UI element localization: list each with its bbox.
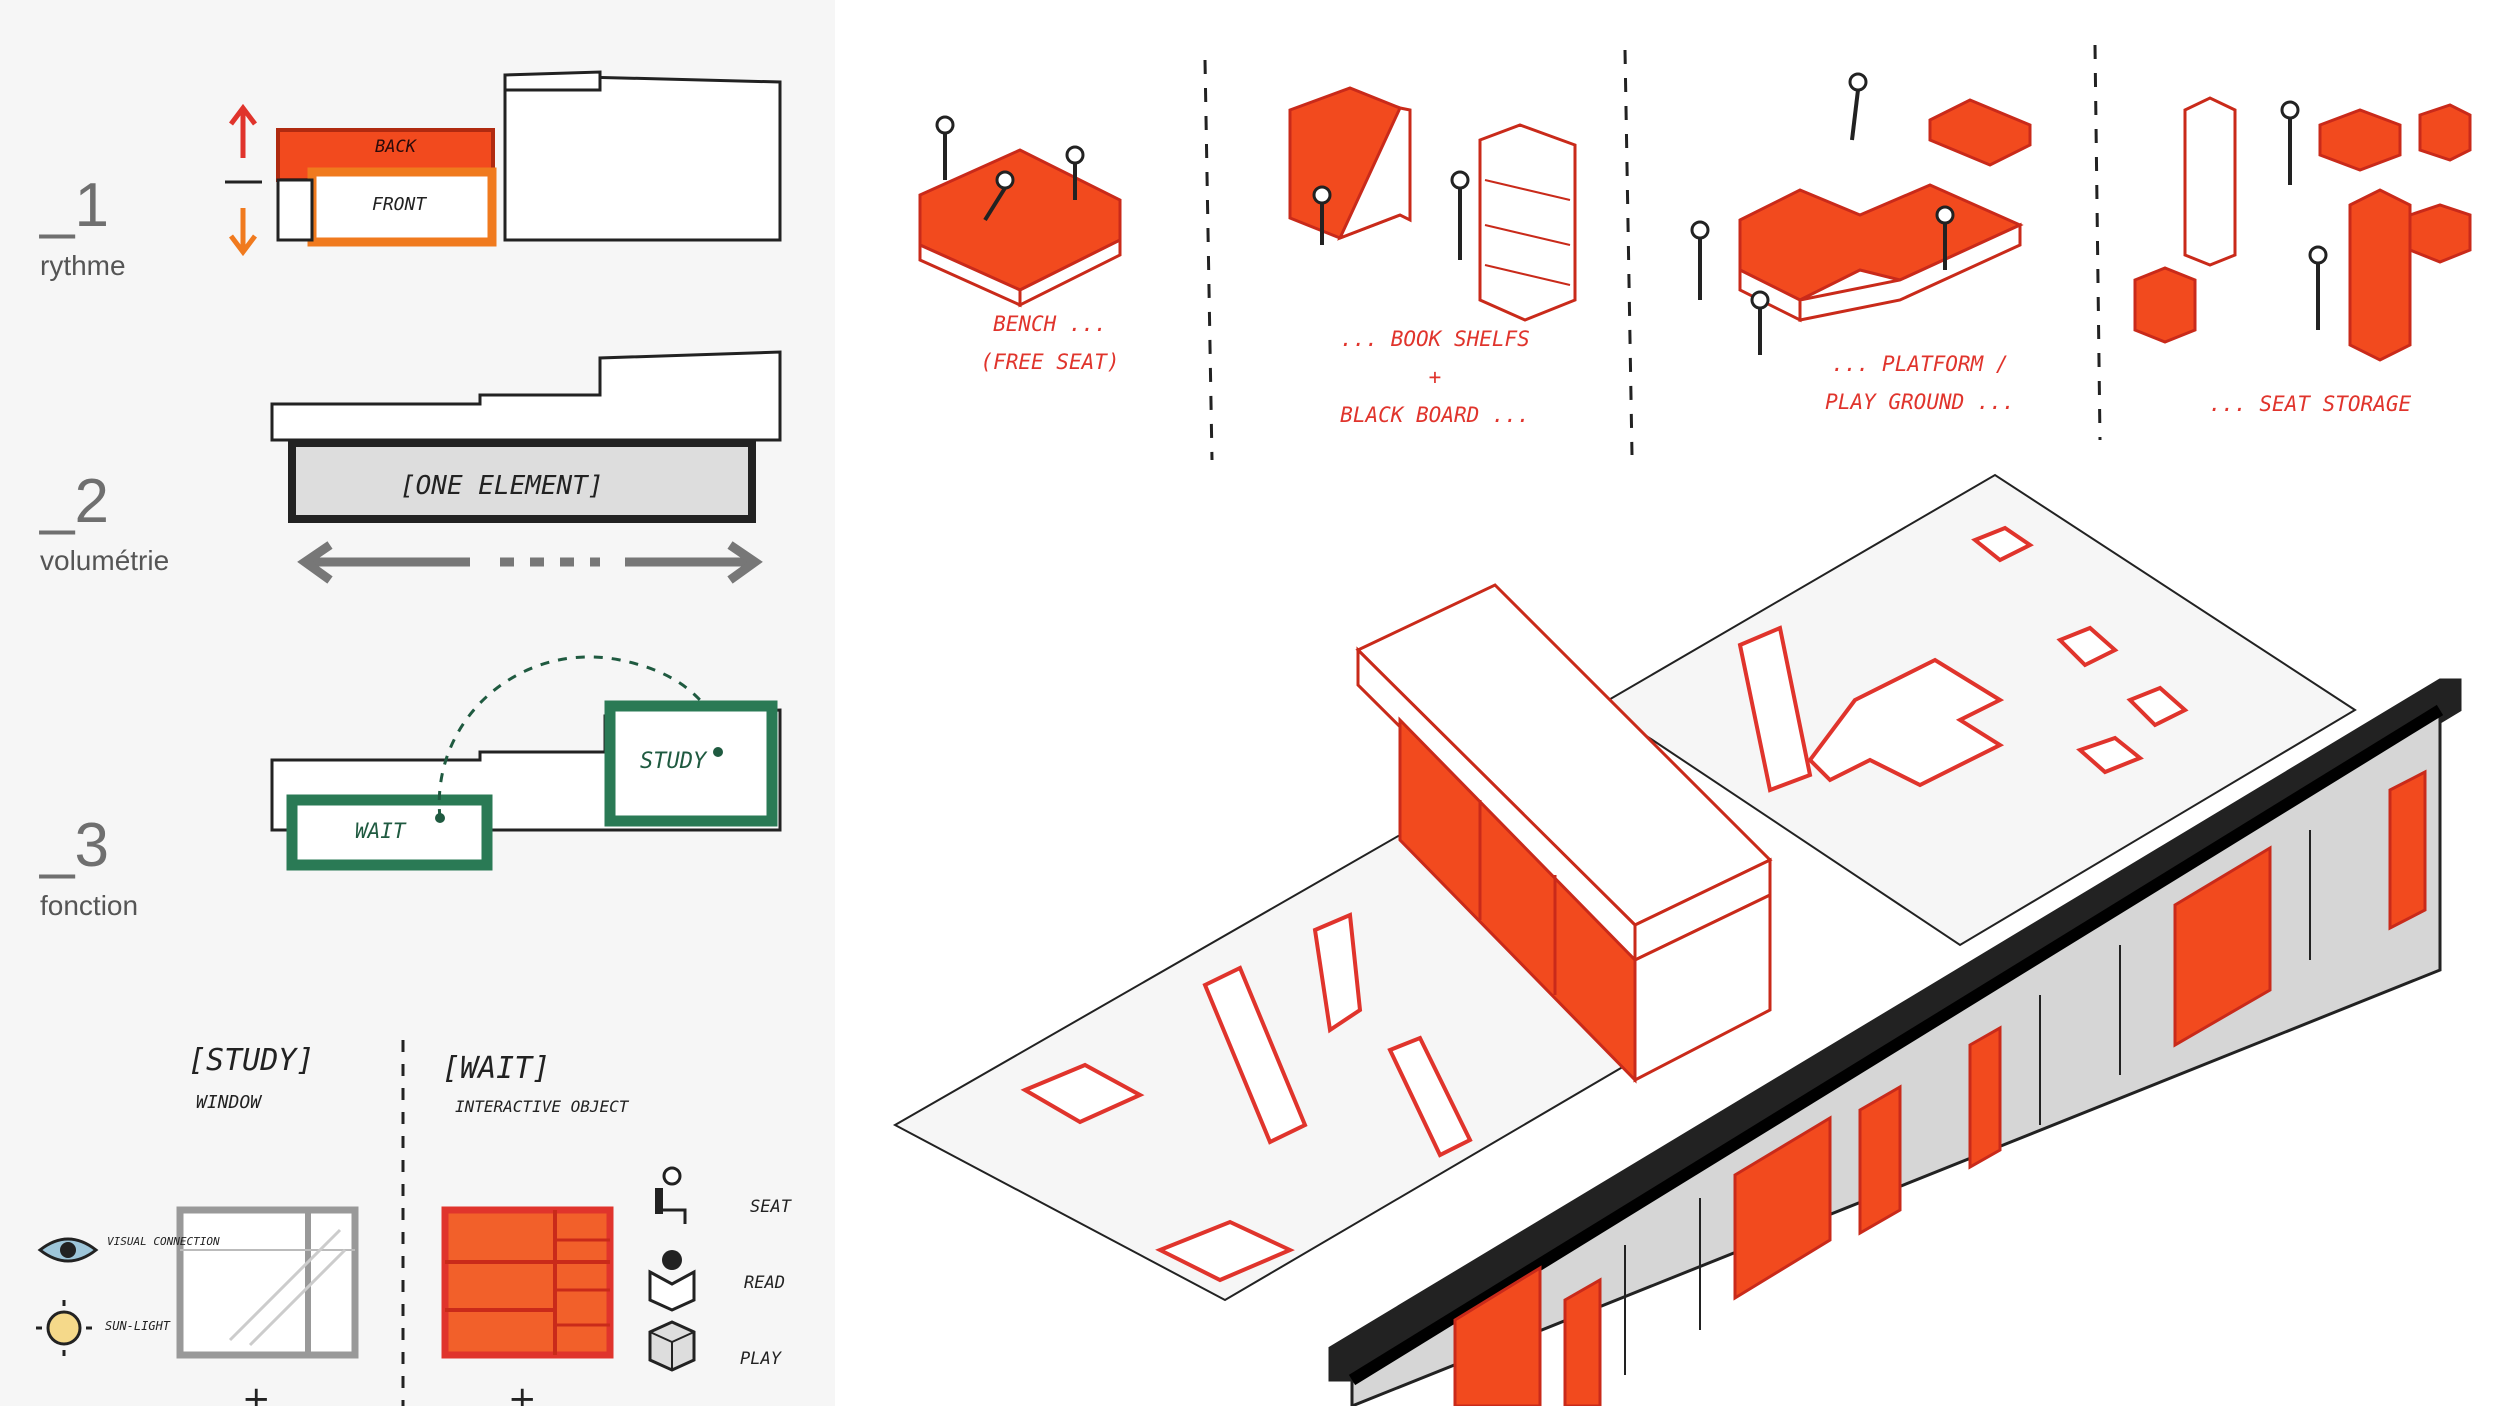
step-2-label: volumétrie <box>40 545 170 576</box>
seat-label: SEAT <box>750 1197 793 1217</box>
step-3-number: _3 <box>40 811 109 880</box>
bench-vignette <box>918 115 1122 308</box>
plus-sign-study: + <box>242 1379 271 1406</box>
play-label: PLAY <box>740 1349 783 1369</box>
eye-icon <box>37 1237 99 1263</box>
bookshelf-vignette <box>1288 86 1577 322</box>
one-element-tag: [ONE ELEMENT] <box>400 471 604 501</box>
step-3-diagram: STUDY WAIT <box>270 655 782 871</box>
reading-person-icon <box>648 1250 696 1312</box>
study-tag: STUDY <box>640 749 708 774</box>
sun-icon <box>36 1300 92 1356</box>
wait-tag: WAIT <box>355 819 407 843</box>
sunlight-label: SUN-LIGHT <box>105 1319 171 1333</box>
seat-storage-vignette <box>2133 96 2472 362</box>
step-3-label: fonction <box>40 890 139 921</box>
seated-person-icon <box>655 1166 687 1224</box>
step-1-label: rythme <box>40 250 126 281</box>
visual-connection-label: VISUAL CONNECTION <box>107 1235 220 1248</box>
vignettes-strip <box>918 44 2472 461</box>
back-tag: BACK <box>375 137 418 157</box>
study-legend-title: [STUDY] <box>188 1043 314 1078</box>
cube-icon <box>648 1320 696 1372</box>
bench-caption: BENCH ... (FREE SEAT) <box>980 312 1120 374</box>
step-1-number: _1 <box>40 171 109 240</box>
seat-storage-caption: ... SEAT STORAGE <box>2208 392 2412 416</box>
platform-vignette <box>1690 72 2032 355</box>
step-1-diagram: BACK FRONT <box>225 70 782 257</box>
read-label: READ <box>744 1273 785 1293</box>
step-2-number: _2 <box>40 467 109 536</box>
study-legend-subtitle: WINDOW <box>196 1092 263 1113</box>
legend-diagram: [STUDY] WINDOW [WAIT] INTERACTIVE OBJECT… <box>36 1040 793 1406</box>
plus-sign-wait: + <box>508 1379 537 1406</box>
front-tag: FRONT <box>372 194 427 215</box>
bookshelf-caption: ... BOOK SHELFS + BLACK BOARD ... <box>1340 327 1530 427</box>
step-2-diagram: [ONE ELEMENT] <box>270 350 782 584</box>
wait-legend-title: [WAIT] <box>442 1051 550 1086</box>
wait-legend-subtitle: INTERACTIVE OBJECT <box>455 1097 630 1116</box>
platform-caption: ... PLATFORM / PLAY GROUND ... <box>1825 352 2015 414</box>
